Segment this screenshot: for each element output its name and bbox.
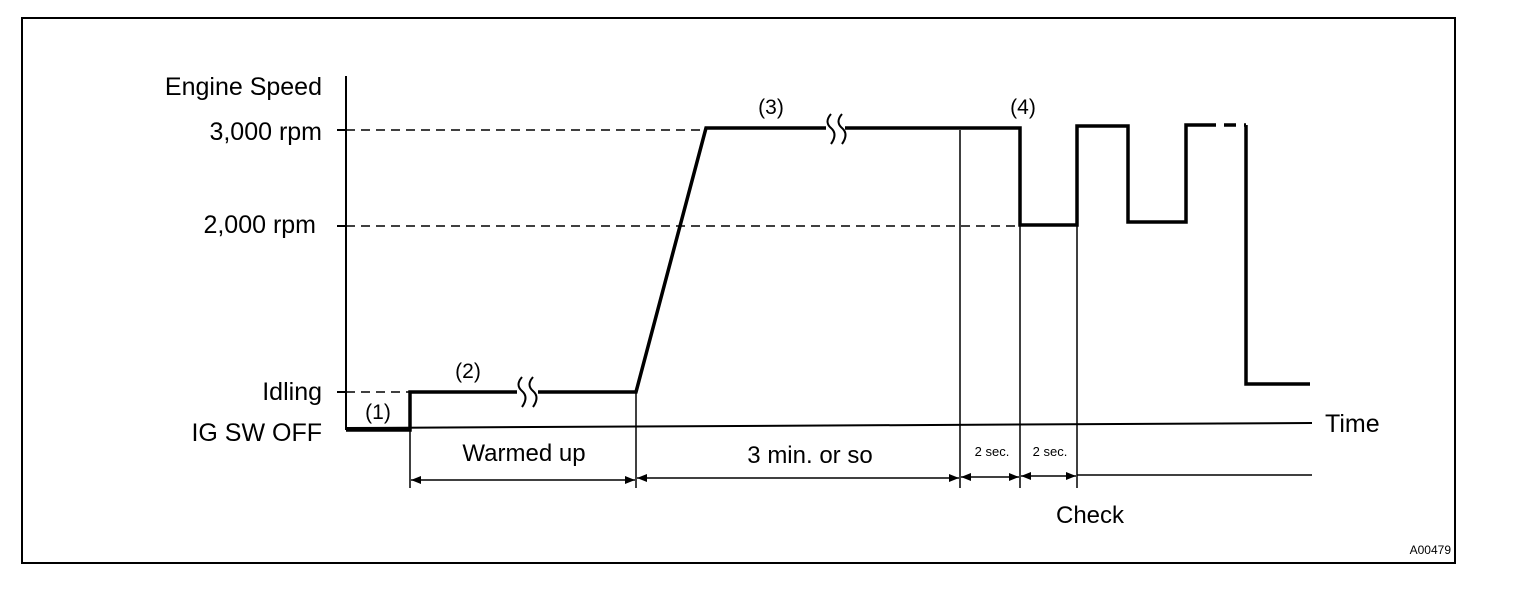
x-axis [345,422,1313,429]
phase-label-3: (3) [758,96,784,119]
engine-speed-trace-part1 [346,390,517,432]
break-mark-warmup [517,376,538,408]
phase-label-4: (4) [1010,96,1036,119]
engine-speed-trace-part3 [845,123,1204,227]
duration-label-two-sec-a: 2 sec. [975,444,1010,459]
duration-label-two-sec-b: 2 sec. [1033,444,1068,459]
level-label-2000: 2,000 rpm [203,211,316,239]
figure-frame [21,17,1456,564]
figure-code: A00479 [1410,543,1452,557]
duration-label-three-min: 3 min. or so [747,442,872,469]
engine-speed-trace-part2 [538,126,826,394]
level-label-ig-sw-off: IG SW OFF [191,419,322,447]
y-axis-title: Engine Speed [165,73,322,101]
break-mark-3000 [826,113,847,145]
level-label-3000: 3,000 rpm [209,118,322,146]
level-label-idling: Idling [262,378,322,406]
duration-label-warmed-up: Warmed up [462,440,585,467]
engine-speed-trace-part4 [1244,125,1310,386]
x-axis-title: Time [1325,410,1380,438]
duration-label-check: Check [1056,502,1125,529]
phase-label-2: (2) [455,360,481,383]
phase-label-1: (1) [365,401,391,424]
